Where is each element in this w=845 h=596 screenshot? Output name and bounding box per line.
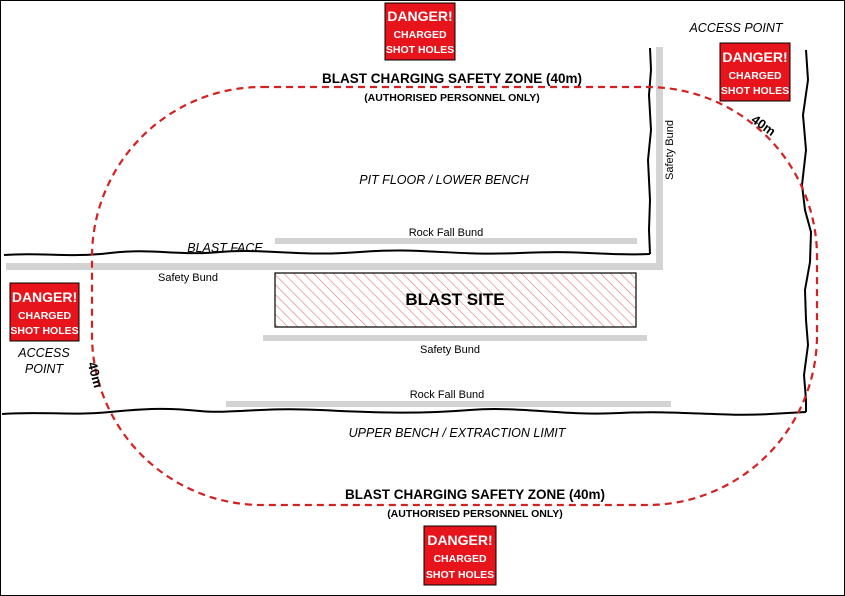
danger-sign-line3: SHOT HOLES (721, 85, 789, 97)
rock-fall-bund-bottom (226, 401, 671, 407)
danger-sign-panel (719, 42, 791, 102)
safety-bund-vertical-label: Safety Bund (664, 120, 676, 180)
access-point-left-label-line1: ACCESS (17, 346, 70, 360)
blast-site-label: BLAST SITE (405, 290, 504, 309)
blast-face-line (3, 249, 651, 257)
danger-sign-title: DANGER! (427, 532, 492, 548)
pit-floor-label: PIT FLOOR / LOWER BENCH (359, 173, 529, 187)
distance-label-left: 40m (85, 360, 106, 389)
pit-edge-vertical (646, 47, 653, 255)
blast-site-area (274, 272, 637, 328)
access-point-left-label-line2: POINT (25, 362, 65, 376)
safety-bund-vertical (656, 47, 663, 270)
blast-face-label: BLAST FACE (187, 241, 263, 255)
upper-bench-line (1, 407, 807, 416)
safety-zone-boundary (90, 85, 819, 507)
distance-label-right: 40m (749, 112, 779, 139)
safety-bund-under-site (263, 335, 647, 341)
zone-title-bottom: BLAST CHARGING SAFETY ZONE (40m) (345, 487, 605, 502)
rock-fall-bund-top (275, 238, 637, 244)
danger-sign-line2: CHARGED (18, 310, 72, 322)
danger-sign-title: DANGER! (722, 49, 787, 65)
danger-sign-panel (9, 282, 80, 342)
danger-sign-line2: CHARGED (728, 70, 782, 82)
rock-fall-bund-bottom-label: Rock Fall Bund (410, 389, 485, 401)
upper-bench-label: UPPER BENCH / EXTRACTION LIMIT (349, 426, 567, 440)
danger-sign-top-right: DANGER! CHARGED SHOT HOLES (719, 42, 791, 102)
danger-sign-bottom-center: DANGER! CHARGED SHOT HOLES (423, 525, 497, 586)
zone-subtitle-bottom: (AUTHORISED PERSONNEL ONLY) (387, 508, 563, 520)
danger-sign-line3: SHOT HOLES (10, 325, 78, 337)
danger-sign-line3: SHOT HOLES (426, 569, 494, 581)
danger-sign-top-center: DANGER! CHARGED SHOT HOLES (384, 2, 456, 61)
access-point-top-right-label: ACCESS POINT (688, 21, 783, 35)
danger-sign-line3: SHOT HOLES (386, 44, 454, 56)
rock-fall-bund-top-label: Rock Fall Bund (409, 227, 484, 239)
zone-subtitle-top: (AUTHORISED PERSONNEL ONLY) (364, 92, 540, 104)
danger-sign-left: DANGER! CHARGED SHOT HOLES (9, 282, 80, 342)
danger-sign-title: DANGER! (387, 8, 452, 24)
safety-bund-under-site-label: Safety Bund (420, 344, 480, 356)
right-boundary-line (800, 49, 813, 412)
danger-sign-panel (423, 525, 497, 586)
safety-bund-left-label: Safety Bund (158, 272, 218, 284)
danger-sign-line2: CHARGED (433, 553, 487, 565)
danger-sign-line2: CHARGED (393, 29, 447, 41)
danger-sign-title: DANGER! (12, 289, 77, 305)
safety-bund-left (6, 263, 663, 270)
zone-title-top: BLAST CHARGING SAFETY ZONE (40m) (322, 71, 582, 86)
danger-sign-panel (384, 2, 456, 61)
